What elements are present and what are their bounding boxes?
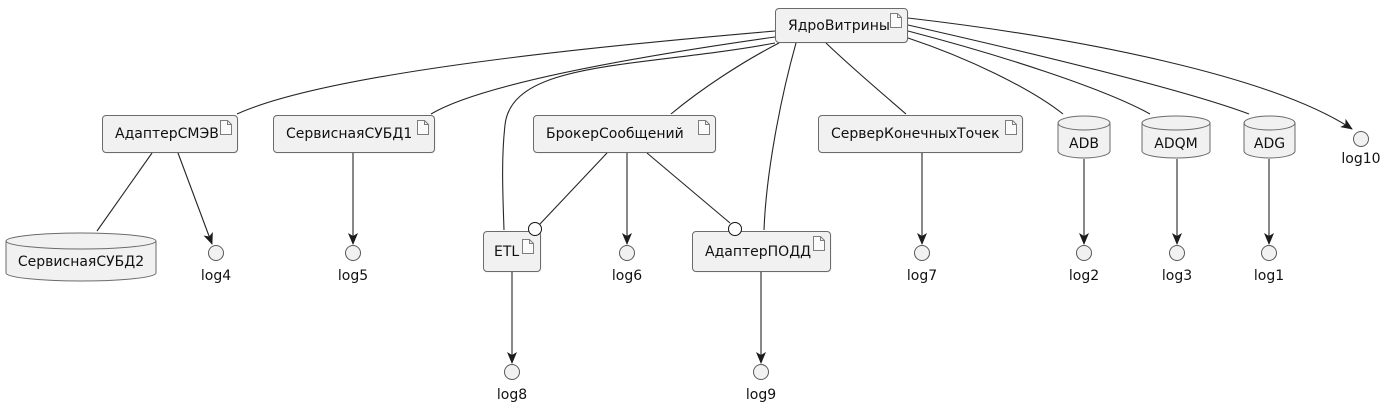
log2-label: log2 — [1068, 268, 1100, 284]
node-servisnaya-subd2: СервиснаяСУБД2 — [5, 232, 157, 282]
edge-adaptersmev-servdb2 — [96, 152, 153, 232]
log7-label: log7 — [906, 268, 938, 284]
edge-yadro-servdb1 — [430, 36, 776, 115]
log3-label: log3 — [1161, 268, 1193, 284]
node-label: БрокерСообщений — [546, 126, 684, 142]
log5-label: log5 — [337, 268, 369, 284]
artifact-icon — [219, 119, 233, 136]
edge-adaptersmev-log4 — [177, 152, 213, 245]
log9-label: log9 — [745, 387, 777, 403]
edge-yadro-adg — [907, 24, 1250, 115]
log4-circle — [208, 245, 224, 261]
edge-yadro-broker — [670, 42, 780, 115]
edge-broker-etl-socket — [539, 152, 608, 225]
artifact-icon — [1004, 119, 1018, 136]
node-adapter-smev: АдаптерСМЭВ — [102, 115, 238, 153]
node-servisnaya-subd1: СервиснаяСУБД1 — [273, 115, 435, 153]
node-adqm: ADQM — [1141, 115, 1211, 159]
edge-broker-adapterpodd-socket — [646, 152, 731, 224]
node-adb: ADB — [1057, 115, 1111, 159]
log10-circle — [1353, 131, 1369, 147]
node-server-konechnykh-tochek: СерверКонечныхТочек — [818, 115, 1023, 153]
database-icon — [5, 232, 157, 282]
log1-circle — [1261, 245, 1277, 261]
node-broker-soobshcheniy: БрокерСообщений — [533, 115, 716, 153]
node-yadro-vitriny: ЯдроВитрины — [775, 8, 908, 43]
node-label: АдаптерСМЭВ — [115, 126, 219, 142]
log6-circle — [619, 245, 635, 261]
artifact-icon — [889, 12, 903, 29]
node-label: ADB — [1069, 136, 1099, 152]
edge-yadro-adb — [907, 37, 1064, 115]
edge-yadro-adapterpodd — [763, 42, 797, 231]
edge-yadro-log10 — [907, 17, 1353, 130]
artifact-icon — [812, 235, 826, 252]
edge-yadro-adaptersmev — [236, 30, 776, 115]
node-label: ADQM — [1154, 136, 1198, 152]
log7-circle — [914, 245, 930, 261]
node-label: ETL — [494, 243, 520, 260]
artifact-icon — [416, 119, 430, 136]
node-label: СервиснаяСУБД2 — [17, 254, 145, 270]
log9-circle — [753, 364, 769, 380]
log3-circle — [1169, 245, 1185, 261]
socket-icon-etl — [528, 222, 542, 236]
node-label: ADG — [1253, 136, 1286, 152]
socket-icon-adapter-podd — [728, 222, 742, 236]
node-adapter-podd: АдаптерПОДД — [692, 231, 831, 272]
edge-yadro-adqm — [907, 30, 1151, 115]
node-label: СервиснаяСУБД1 — [286, 126, 413, 142]
node-label: ЯдроВитрины — [788, 17, 890, 34]
log8-label: log8 — [496, 387, 528, 403]
node-adg: ADG — [1243, 115, 1296, 159]
log10-label: log10 — [1341, 151, 1381, 167]
node-label: АдаптерПОДД — [705, 243, 812, 260]
node-etl: ETL — [483, 231, 541, 272]
log6-label: log6 — [611, 268, 643, 284]
log1-label: log1 — [1253, 268, 1285, 284]
edge-yadro-serverendpoints — [825, 42, 907, 115]
log2-circle — [1076, 245, 1092, 261]
log5-circle — [345, 245, 361, 261]
artifact-icon — [697, 119, 711, 136]
log8-circle — [504, 364, 520, 380]
node-label: СерверКонечныхТочек — [831, 126, 1000, 142]
artifact-icon — [521, 238, 535, 255]
log4-label: log4 — [200, 268, 232, 284]
